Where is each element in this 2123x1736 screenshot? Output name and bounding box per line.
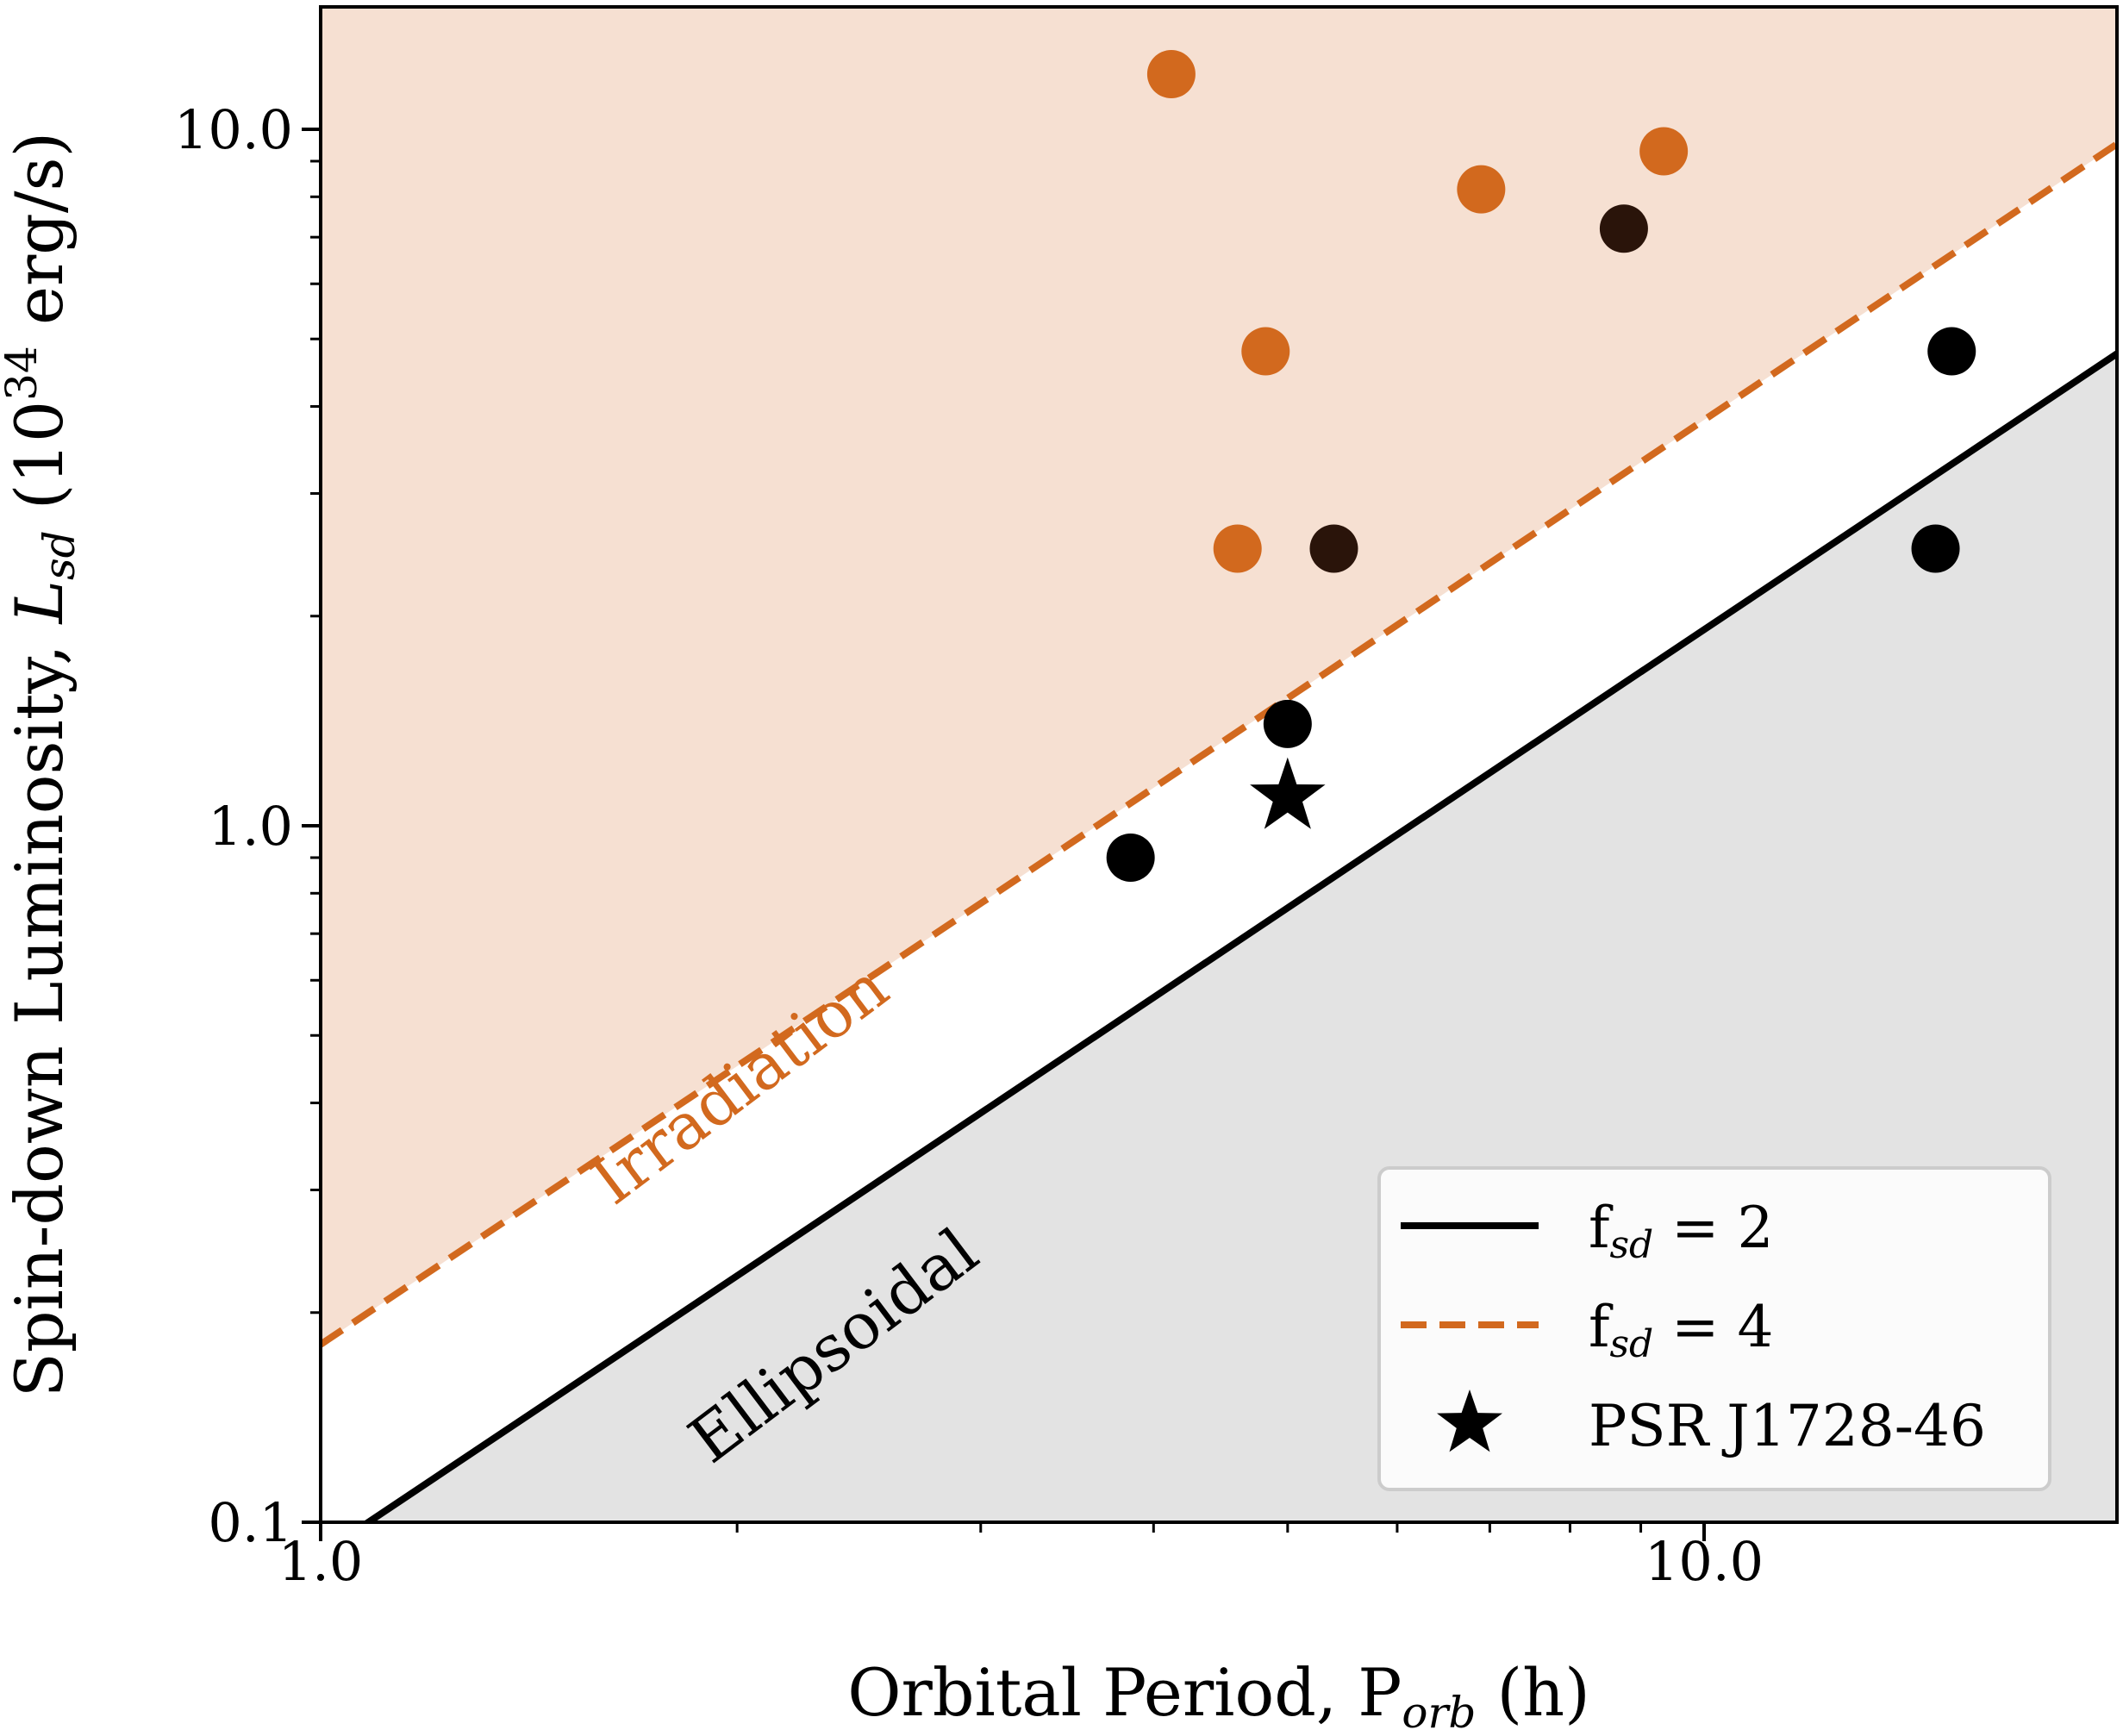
y-axis-ticks (302, 128, 321, 1524)
data-point-1-0 (1309, 524, 1358, 573)
data-point-0-4 (1639, 127, 1689, 176)
data-point-2-3 (1927, 327, 1976, 376)
fsd-2-line (362, 349, 2117, 1522)
legend-box (1377, 1166, 2051, 1491)
data-point-0-0 (1146, 50, 1196, 99)
legend-fsd-4-label: fsd = 4 (1589, 1294, 1773, 1366)
data-point-2-0 (1106, 833, 1155, 882)
data-point-0-2 (1241, 327, 1290, 376)
data-point-0-3 (1457, 165, 1506, 214)
plot-frame (319, 5, 2119, 1524)
data-point-2-1 (1263, 699, 1312, 748)
x-axis-ticks (319, 1522, 1706, 1541)
data-point-2-2 (1911, 524, 1960, 573)
irradiation-region (321, 7, 2117, 1345)
data-points (1106, 50, 1976, 882)
psr-j1728-46-star-marker (1250, 757, 1326, 829)
x-tick-label-10: 10.0 (1645, 1530, 1764, 1593)
legend-star-icon (1437, 1389, 1502, 1452)
y-tick-label-10: 10.0 (174, 98, 293, 161)
legend-fsd-2-label: fsd = 2 (1589, 1195, 1773, 1267)
y-tick-label-1: 1.0 (208, 795, 293, 858)
data-point-1-1 (1599, 204, 1648, 253)
y-axis-label: Spin-down Luminosity, Lsd (1034 erg/s) (0, 132, 84, 1397)
legend-psr-label: PSR J1728-46 (1589, 1393, 1986, 1459)
y-tick-label-0.1: 0.1 (208, 1491, 293, 1554)
fsd-4-line (321, 140, 2117, 1348)
data-point-0-1 (1213, 524, 1262, 573)
x-tick-label-1: 1.0 (278, 1530, 364, 1593)
x-axis-label: Orbital Period, Porb (h) (847, 1654, 1590, 1736)
legend: fsd = 2 fsd = 4 PSR J1728-46 (1377, 1166, 2051, 1491)
